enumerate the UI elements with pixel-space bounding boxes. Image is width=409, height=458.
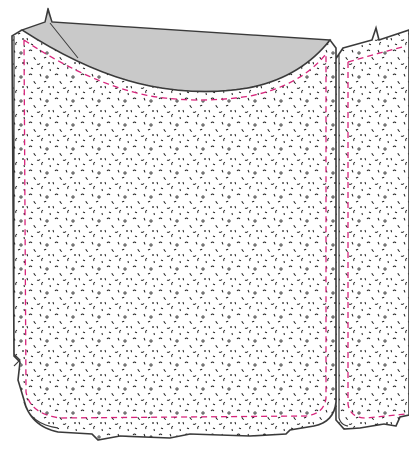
front-piece-body [12,30,336,440]
back-piece-outline [335,28,409,429]
back-pocket-piece [335,28,409,429]
